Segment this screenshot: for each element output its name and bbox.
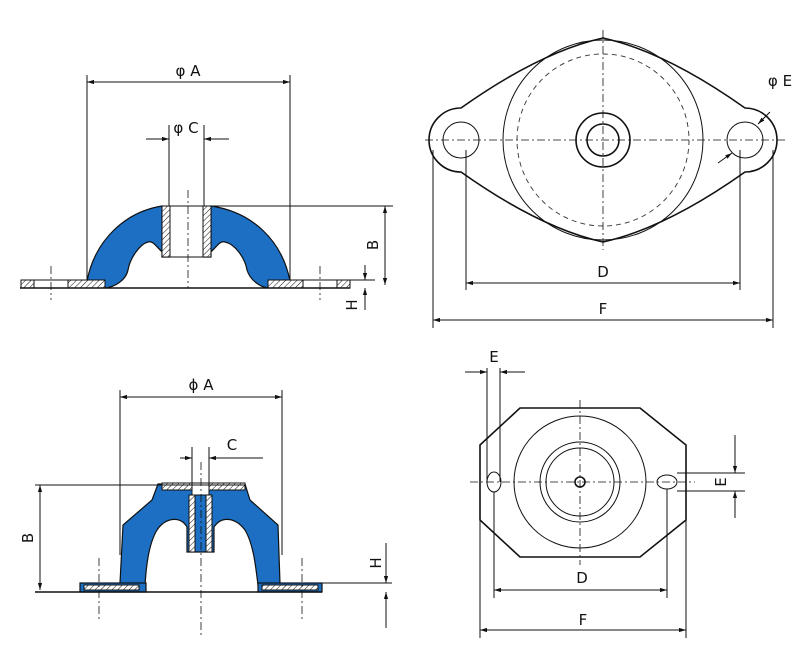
label-len-f: F (579, 611, 588, 629)
label-height-b: B (364, 240, 382, 250)
plan-view-oval-mount: D F φ E (425, 30, 792, 328)
flange-left (67, 279, 106, 289)
flange-right (267, 279, 304, 289)
base-plate-outline (428, 37, 778, 243)
section-view-dome-mount: φ A φ C B H (20, 62, 393, 311)
label-dist-d: D (597, 263, 609, 281)
label-dim-c: C (227, 436, 237, 454)
label-dist-d: D (576, 569, 588, 587)
label-height-b: B (19, 533, 37, 543)
flange-left (83, 584, 140, 591)
bushing-left (161, 205, 171, 258)
label-dia-c: φ C (173, 119, 198, 137)
label-dia-a: ϕ A (189, 376, 215, 394)
label-thickness-h: H (367, 557, 385, 568)
base-plate-outline (479, 407, 687, 558)
flange-right (261, 584, 319, 591)
bushing-left (188, 494, 196, 553)
bushing-right (202, 205, 212, 258)
rubber-element (119, 483, 281, 586)
plan-view-octagonal-mount: E E D F (465, 348, 745, 638)
label-dia-a: φ A (176, 62, 202, 80)
rubber-element (86, 205, 171, 289)
bushing-right (205, 494, 213, 553)
label-dim-e-right: E (712, 477, 730, 486)
section-view-tall-mount: ϕ A C B H (19, 376, 392, 636)
label-len-f: F (599, 300, 608, 318)
label-thickness-h: H (343, 299, 361, 310)
label-dim-e-top: E (489, 348, 498, 366)
label-dia-e: φ E (768, 72, 792, 90)
